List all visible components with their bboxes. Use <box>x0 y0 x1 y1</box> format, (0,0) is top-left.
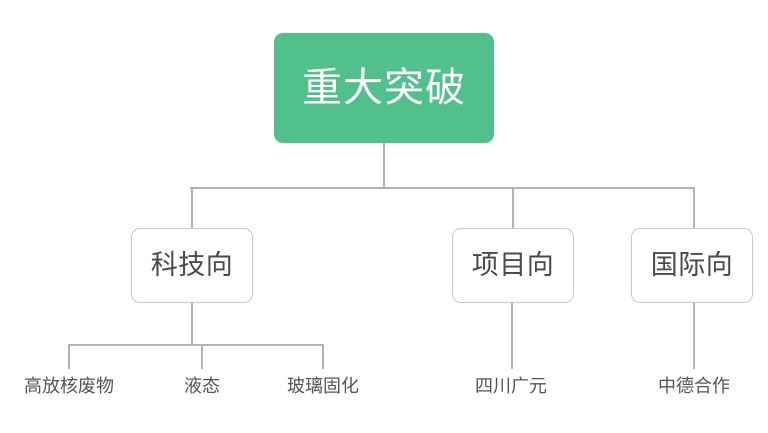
edge-project-drop-1 <box>511 303 513 369</box>
leaf-label-project-1[interactable]: 四川广元 <box>475 376 547 397</box>
edge-tech-drop-3 <box>322 344 324 369</box>
node-root-label: 重大突破 <box>302 65 466 111</box>
edge-tech-drop-2 <box>201 344 203 369</box>
leaf-label-intl-1[interactable]: 中德合作 <box>658 376 730 397</box>
node-branch-intl[interactable]: 国际向 <box>631 228 753 303</box>
leaf-label-tech-2[interactable]: 液态 <box>184 376 220 397</box>
node-root[interactable]: 重大突破 <box>274 33 494 143</box>
edge-root-trunk <box>383 143 385 188</box>
edge-drop-tech <box>191 187 193 228</box>
node-branch-tech[interactable]: 科技向 <box>131 228 253 303</box>
node-branch-project[interactable]: 项目向 <box>452 228 574 303</box>
node-branch-project-label: 项目向 <box>471 250 555 281</box>
edge-level1-bus <box>190 187 695 189</box>
leaf-label-tech-3[interactable]: 玻璃固化 <box>287 376 359 397</box>
leaf-label-tech-1[interactable]: 高放核废物 <box>24 376 114 397</box>
edge-drop-project <box>512 187 514 228</box>
node-branch-tech-label: 科技向 <box>150 250 234 281</box>
edge-tech-trunk <box>191 303 193 345</box>
edge-intl-drop-1 <box>693 303 695 369</box>
edge-tech-drop-1 <box>68 344 70 369</box>
node-branch-intl-label: 国际向 <box>650 250 734 281</box>
edge-tech-bus <box>68 344 324 346</box>
edge-drop-intl <box>693 187 695 228</box>
